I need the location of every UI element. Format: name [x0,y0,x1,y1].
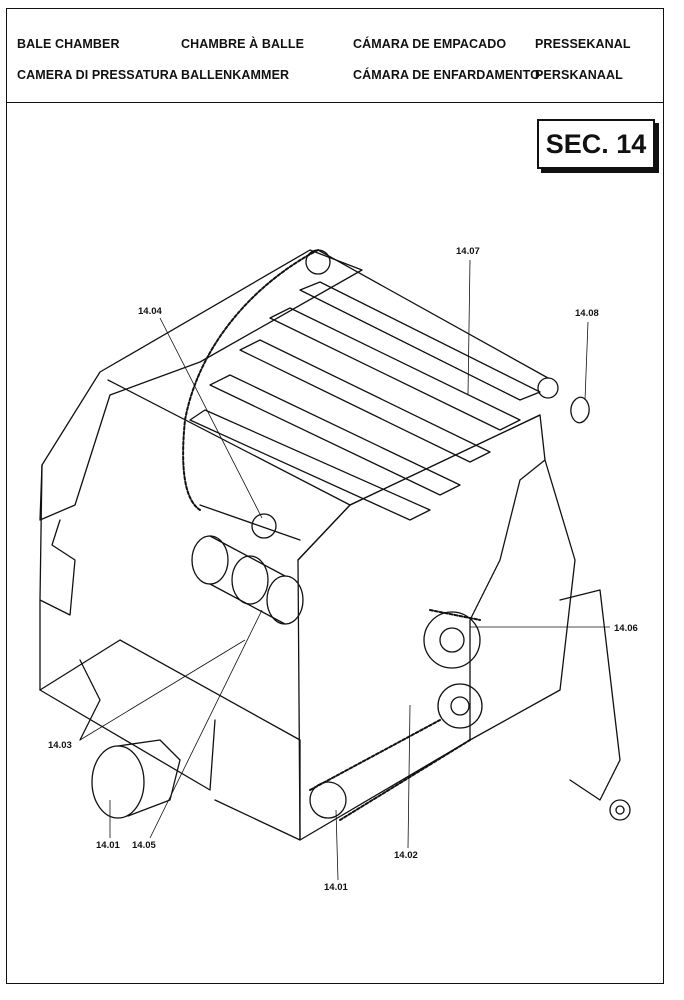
sprocket-drive [309,781,347,819]
callout-14-06: 14.06 [614,623,638,634]
drum [91,745,145,819]
header: BALE CHAMBER CHAMBRE À BALLE CÁMARA DE E… [7,9,663,103]
roller-2 [269,307,521,431]
left-side-panel [39,249,363,521]
sprocket-upper [423,611,481,669]
right-frame [559,589,621,801]
roller-5 [189,409,431,521]
roller-4 [209,374,461,496]
callout-14-07: 14.07 [456,246,480,257]
top-chain [182,249,319,511]
callout-14-01-left: 14.01 [96,840,120,851]
roller-1 [299,281,541,401]
callout-14-05: 14.05 [132,840,156,851]
base-frame [39,639,301,841]
sprocket-left [251,513,277,539]
right-side-panel [297,414,546,841]
callout-14-01-bottom: 14.01 [324,882,348,893]
bottom-chain [309,609,481,821]
section-badge: SEC. 14 [537,119,655,169]
tension-spring [570,396,590,424]
page-frame: BALE CHAMBER CHAMBRE À BALLE CÁMARA DE E… [6,8,664,984]
roller-3 [239,339,491,463]
callout-14-08: 14.08 [575,308,599,319]
callout-14-04: 14.04 [138,306,162,317]
title-pt: CÁMARA DE ENFARDAMENTO [353,68,540,82]
callout-14-02: 14.02 [394,850,418,861]
title-de-alt: BALLENKAMMER [181,68,290,82]
title-nl: PERSKANAAL [535,68,623,82]
sprocket-lower [437,683,483,729]
title-fr: CHAMBRE À BALLE [181,37,305,51]
title-en: BALE CHAMBER [17,37,120,51]
title-es: CÁMARA DE EMPACADO [353,37,507,51]
title-de: PRESSEKANAL [535,37,631,51]
callout-14-03: 14.03 [48,740,72,751]
title-it: CAMERA DI PRESSATURA [17,68,179,82]
